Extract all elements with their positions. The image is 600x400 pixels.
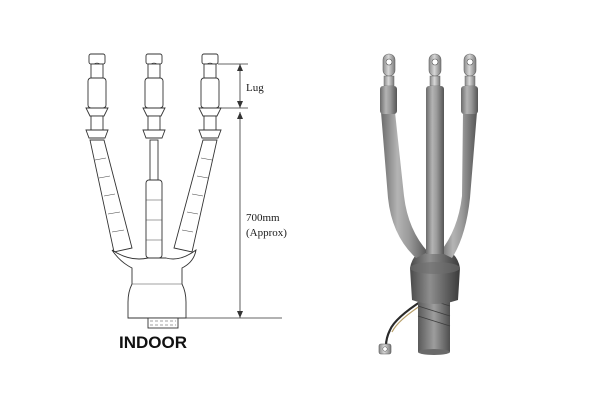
cable-end	[147, 317, 179, 329]
lug-dimension: Lug	[218, 63, 264, 109]
earth-wire	[384, 299, 424, 347]
length-dimension: 700mm (Approx)	[186, 112, 287, 319]
kit-render	[378, 53, 478, 355]
center-phase-core	[142, 53, 166, 259]
indoor-line-drawing: Lug 700mm (Approx) INDOOR	[85, 53, 287, 352]
breakout-boot-render	[410, 250, 460, 304]
right-phase-core	[173, 53, 222, 253]
left-sleeve	[381, 112, 428, 258]
lug-label: Lug	[246, 82, 264, 94]
length-label: 700mm	[246, 212, 280, 224]
left-lug	[380, 53, 397, 114]
center-sleeve	[426, 110, 444, 254]
center-lug	[426, 53, 444, 114]
right-lug	[461, 53, 478, 114]
length-approx-label: (Approx)	[246, 227, 287, 239]
right-sleeve	[440, 112, 477, 258]
left-phase-core	[85, 53, 133, 253]
indoor-caption: INDOOR	[119, 333, 187, 352]
